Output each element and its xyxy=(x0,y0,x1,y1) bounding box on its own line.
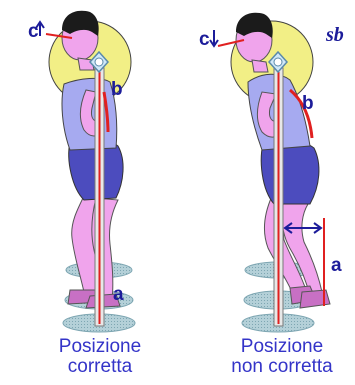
figure-incorrect xyxy=(210,13,330,332)
caption-incorrect: Posizione non corretta xyxy=(212,337,352,377)
label-b-correct: b xyxy=(111,80,123,99)
signature: sb xyxy=(326,24,344,47)
caption-line2: corretta xyxy=(38,357,162,377)
label-a-incorrect: a xyxy=(331,256,342,275)
caption-line2: non corretta xyxy=(212,357,352,377)
caption-line1: Posizione xyxy=(38,337,162,357)
caption-line1: Posizione xyxy=(212,337,352,357)
label-c-incorrect: c xyxy=(199,30,210,49)
label-c-correct: c xyxy=(28,22,39,41)
label-a-correct: a xyxy=(113,285,124,304)
label-b-incorrect: b xyxy=(302,94,314,113)
caption-correct: Posizione corretta xyxy=(38,337,162,377)
chin-arrow xyxy=(210,30,218,46)
